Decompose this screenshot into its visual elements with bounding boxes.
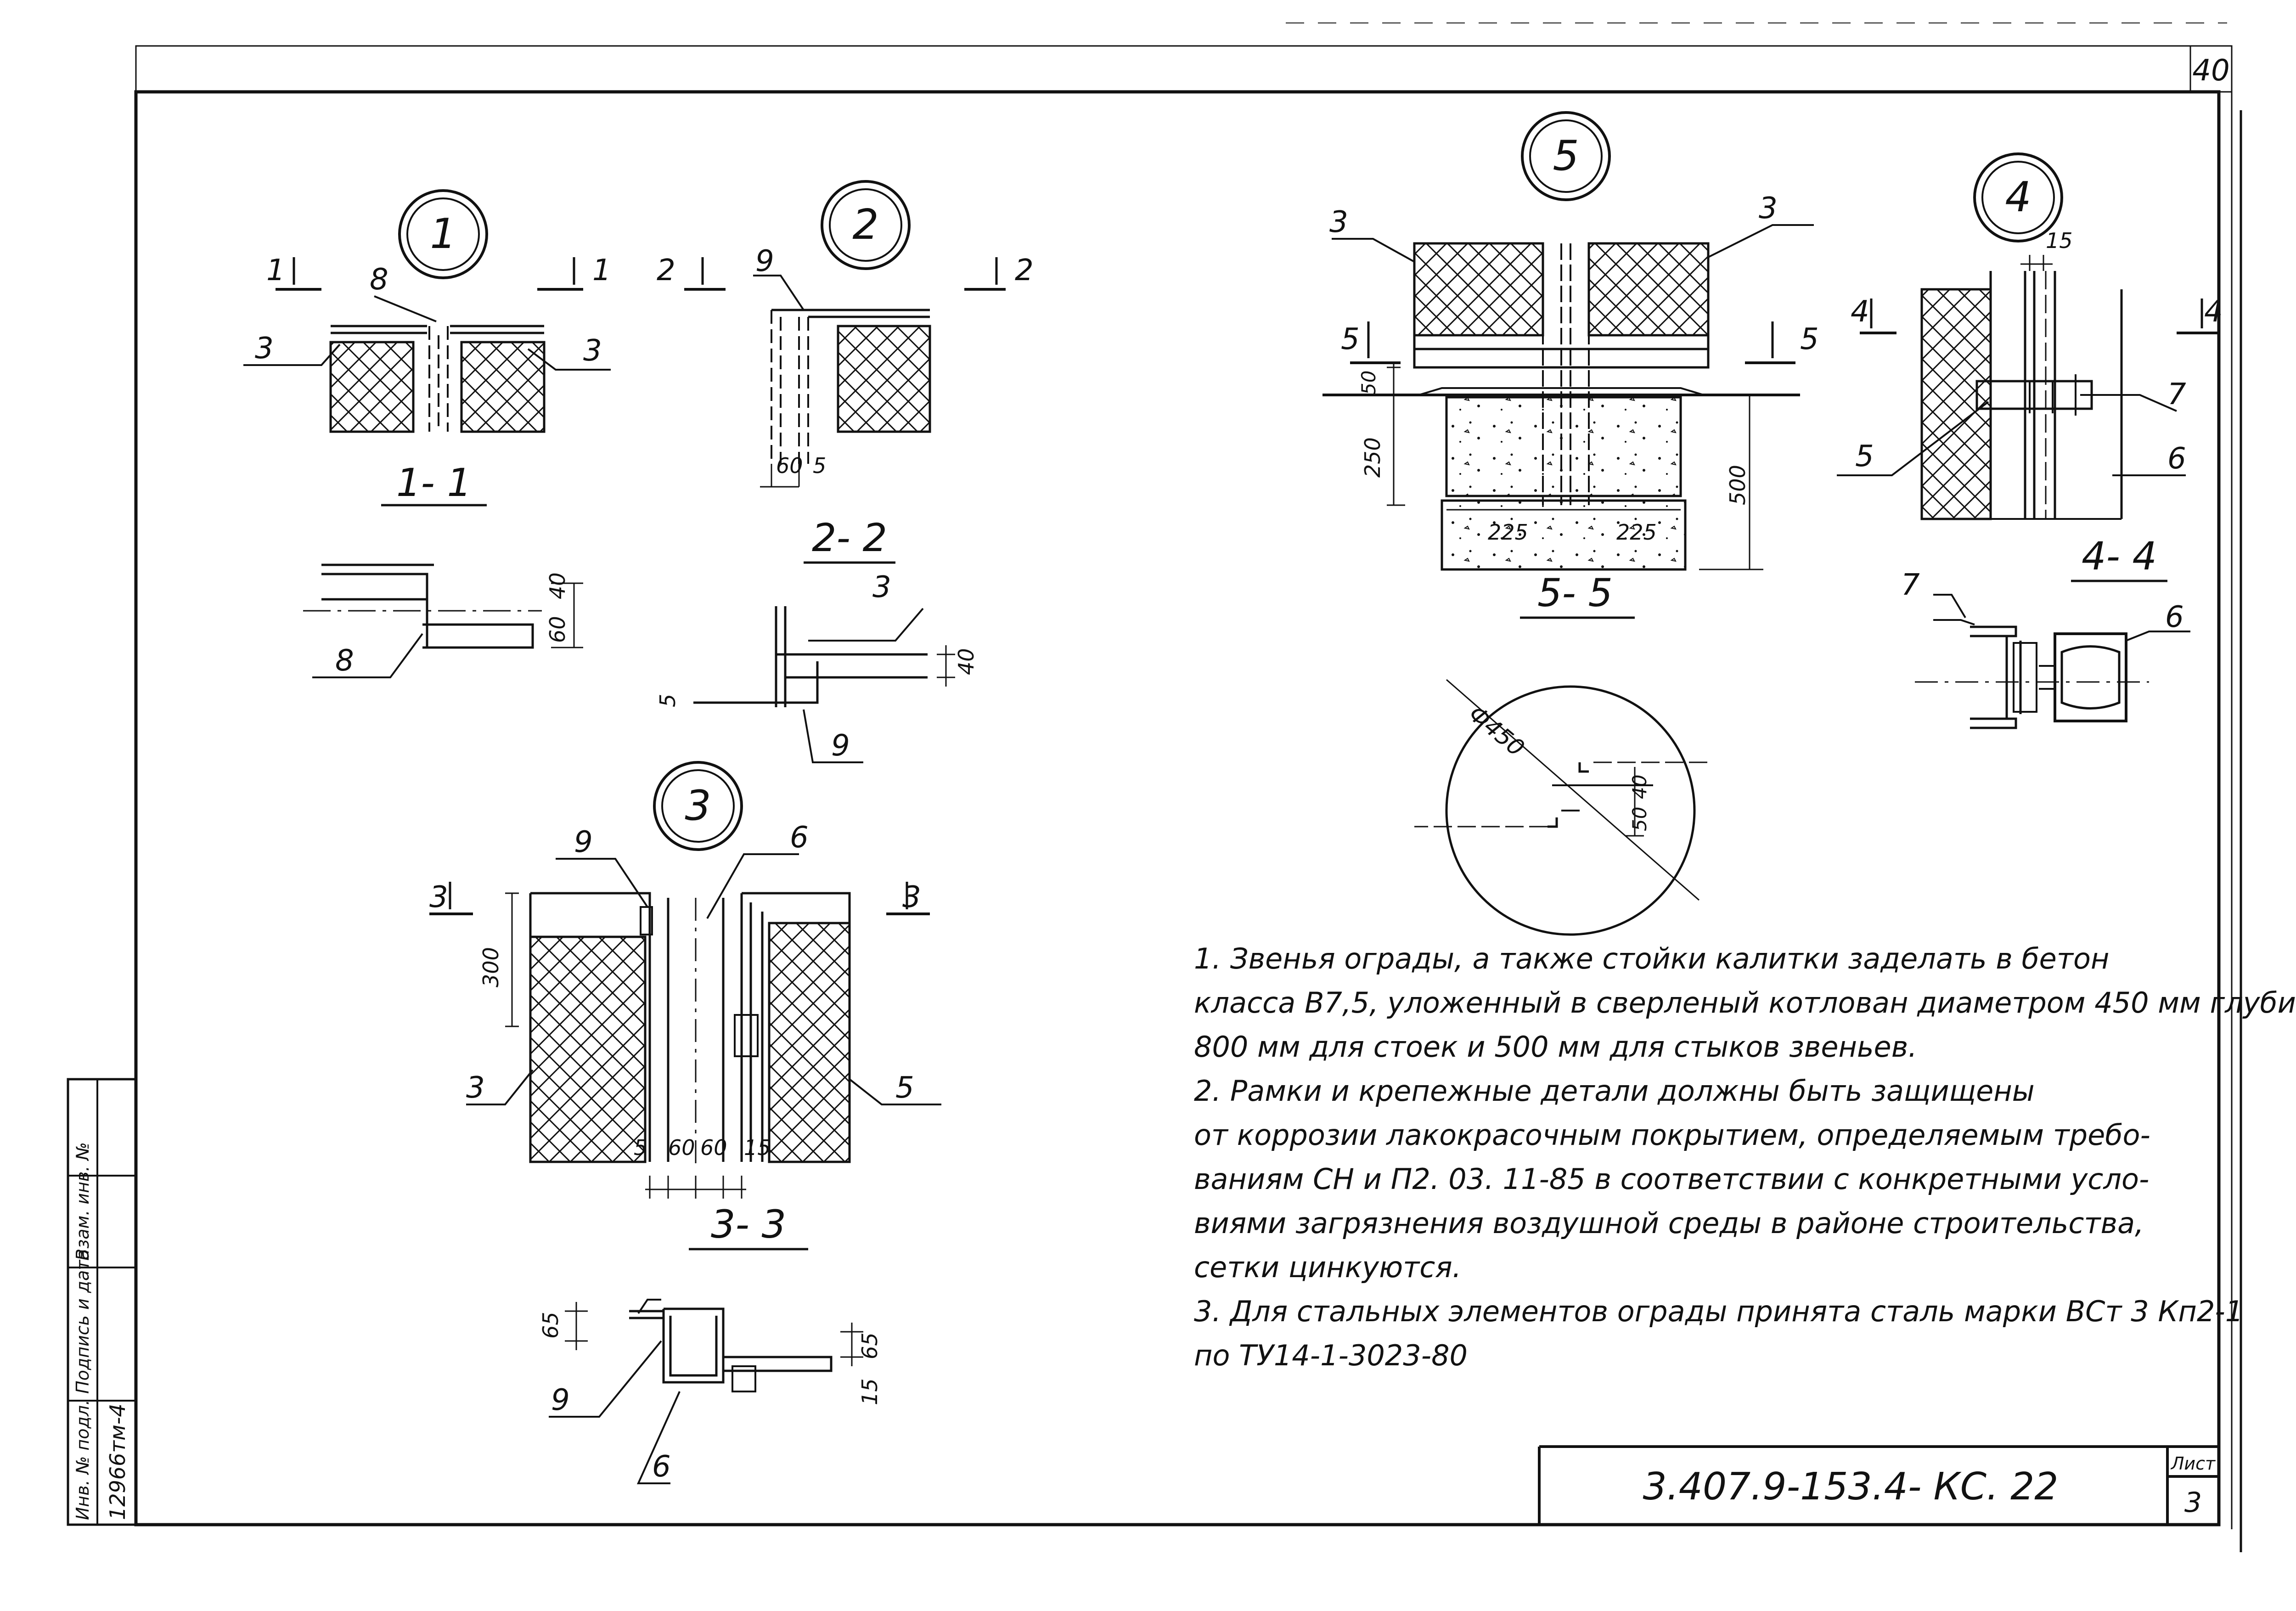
cut-4-left: 4 — [1851, 295, 1869, 329]
callout-6-sec44: 6 — [2165, 600, 2184, 634]
dim-5-sec22: 5 — [655, 694, 680, 707]
node-2-circle — [821, 180, 911, 270]
cut-3-left: 3 — [429, 880, 448, 914]
callout-9-node2: 9 — [755, 244, 774, 278]
dim-60-sec11: 60 — [545, 616, 570, 643]
cut-3-right: 3 — [902, 880, 921, 914]
note-line: 3. Для стальных элементов ограды принята… — [1194, 1295, 2244, 1328]
dim-50-node5: 50 — [1357, 371, 1380, 395]
node-5-circle — [1521, 111, 1611, 201]
cut-1-left: 1 — [266, 253, 285, 287]
callout-3-node5-left: 3 — [1329, 205, 1348, 239]
note-line: класса В7,5, уложенный в сверленый котло… — [1194, 986, 2296, 1020]
dim-60-node2: 60 — [776, 453, 803, 478]
note-line: от коррозии лакокрасочным покрытием, опр… — [1194, 1118, 2150, 1152]
callout-7-node4: 7 — [2167, 377, 2186, 411]
node-2-detail: 2 2 2 9 60 5 2- 2 3 40 5 9 — [655, 180, 1034, 763]
list-number: 3 — [2184, 1487, 2202, 1519]
cut-4-right: 4 — [2204, 295, 2223, 329]
section-5-5: 5- 5 — [1537, 570, 1613, 615]
cut-2-left: 2 — [657, 253, 675, 287]
dim-40-bore: 40 — [1628, 775, 1651, 799]
dim-300-node3: 300 — [478, 947, 503, 987]
section-3-3: 3- 3 — [711, 1202, 786, 1247]
node-2-number: 2 — [852, 201, 878, 249]
side-stamp: Инв. № подл. 12966тм-4 Подпись и дата Вз… — [73, 1142, 130, 1520]
note-line: 2. Рамки и крепежные детали должны быть … — [1194, 1074, 2035, 1108]
callout-5-node3: 5 — [895, 1071, 914, 1105]
node-3-circle — [653, 761, 743, 851]
sheet-code: 3.407.9-153.4- КС. 22 — [1643, 1465, 2059, 1509]
dim-60a-node3: 60 — [668, 1135, 695, 1160]
dim-5-node3: 5 — [634, 1135, 647, 1160]
note-line: по ТУ14-1-3023-80 — [1194, 1339, 1468, 1372]
dim-40-sec22: 40 — [954, 648, 979, 675]
callout-7-sec44: 7 — [1901, 568, 1920, 602]
dim-500-node5: 500 — [1725, 465, 1750, 505]
sign-date-label: Подпись и дата — [73, 1249, 93, 1394]
cut-2-right: 2 — [1015, 253, 1034, 287]
general-notes: 1. Звенья ограды, а также стойки калитки… — [1194, 937, 2296, 1378]
section-1-1: 1- 1 — [396, 460, 472, 505]
callout-6-node4: 6 — [2167, 442, 2186, 476]
section-2-2: 2- 2 — [812, 515, 887, 560]
section-4-4: 4- 4 — [2082, 534, 2157, 579]
note-line: 800 мм для стоек и 500 мм для стыков зве… — [1194, 1030, 1917, 1064]
node-3-detail: 3 3 3 9 6 300 3 5 5 60 60 15 3- 3 65 — [429, 761, 941, 1484]
dim-5-node2: 5 — [813, 453, 826, 478]
inv-podl-value: 12966тм-4 — [105, 1403, 130, 1520]
node-4-detail: 4 4 4 15 7 5 6 4- 4 7 6 — [1837, 152, 2223, 729]
callout-6-sec33: 6 — [652, 1450, 671, 1484]
callout-3-node5-right: 3 — [1759, 192, 1778, 225]
callout-6-node3: 6 — [790, 821, 809, 855]
dim-15-node3: 15 — [744, 1135, 771, 1160]
note-line: 1. Звенья ограды, а также стойки калитки… — [1194, 942, 2110, 975]
dim-65-sec33-right: 65 — [857, 1332, 882, 1359]
inv-podl-label: Инв. № подл. — [73, 1400, 93, 1520]
dim-15-sec33: 15 — [857, 1378, 882, 1405]
list-label: Лист — [2170, 1453, 2216, 1474]
callout-8-sec11: 8 — [335, 644, 354, 678]
callout-9-sec22: 9 — [831, 729, 850, 763]
dim-60b-node3: 60 — [700, 1135, 727, 1160]
corner-sheet-number: 40 — [2192, 54, 2229, 88]
bore-circle — [1445, 685, 1696, 936]
cut-5-right: 5 — [1800, 322, 1819, 356]
dim-40-sec11: 40 — [545, 572, 570, 599]
node-4-circle — [1973, 152, 2063, 242]
dim-225-right-node5: 225 — [1616, 520, 1657, 545]
node-1-detail: 1 1 1 3 3 8 1- 1 60 40 8 — [243, 189, 611, 678]
node-1-number: 1 — [430, 210, 456, 258]
callout-3-sec22: 3 — [872, 570, 891, 604]
dim-phi-450: Ф450 — [1463, 700, 1529, 761]
node-3-number: 3 — [685, 782, 711, 830]
cut-1-right: 1 — [592, 253, 611, 287]
note-line: сетки цинкуются. — [1194, 1250, 1462, 1284]
dim-65-sec33-left: 65 — [538, 1312, 563, 1339]
note-line: виями загрязнения воздушной среды в райо… — [1194, 1206, 2144, 1240]
callout-3-node3: 3 — [466, 1071, 485, 1105]
note-line: ваниям СН и П2. 03. 11-85 в соответствии… — [1194, 1162, 2150, 1196]
cut-5-left: 5 — [1341, 322, 1360, 356]
callout-8-node1: 8 — [370, 263, 388, 297]
node-1-circle — [398, 189, 488, 279]
callout-5-node4: 5 — [1855, 439, 1874, 473]
node-5-detail: 5 5 5 3 3 50 250 500 225 225 5- 5 40 50 — [1322, 111, 1819, 936]
vzam-label: Взам. инв. № — [73, 1142, 93, 1261]
sheet-frame — [67, 23, 2242, 1552]
callout-3-node1-right: 3 — [583, 334, 602, 368]
node-5-number: 5 — [1553, 132, 1579, 180]
callout-9-sec33: 9 — [551, 1383, 570, 1417]
node-4-number: 4 — [2005, 173, 2031, 221]
dim-225-left-node5: 225 — [1488, 520, 1528, 545]
dim-250-node5: 250 — [1360, 437, 1385, 478]
callout-3-node1-left: 3 — [255, 332, 274, 366]
callout-9-node3: 9 — [574, 825, 593, 859]
dim-15-node4: 15 — [2046, 228, 2073, 253]
dim-50-bore: 50 — [1628, 807, 1651, 831]
